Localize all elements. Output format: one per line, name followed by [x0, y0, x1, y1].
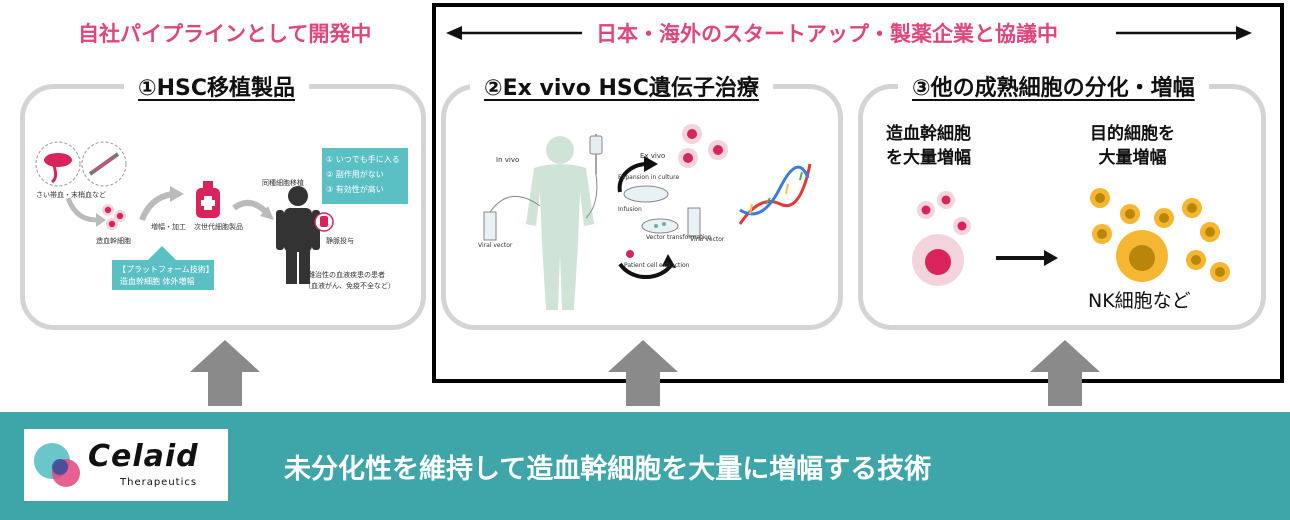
up-arrow-1	[190, 340, 260, 406]
expand-label: 増幅・加工	[151, 222, 186, 232]
celaid-logo-mark	[30, 437, 86, 493]
nk-cell-label: NK細胞など	[1088, 286, 1191, 313]
up-arrow-3	[1030, 340, 1100, 406]
platform-sub-label: 造血幹細胞 体外増幅	[120, 276, 195, 287]
patient-label: 難治性の血液疾患の患者	[308, 270, 385, 280]
patient-sub-label: （血液がん、免疫不全など）	[304, 281, 395, 291]
panel-3-title: ③他の成熟細胞の分化・増幅	[898, 70, 1209, 102]
hsc-expansion-caption-line-1: 造血幹細胞	[886, 122, 971, 146]
hsc-expansion-caption: 造血幹細胞 を大量増幅	[886, 122, 971, 170]
cell-expansion-illustration	[896, 184, 1246, 294]
celaid-logo: Celaid Therapeutics	[24, 429, 228, 501]
allo-transplant-label: 同種細胞移植	[262, 178, 304, 188]
vector-transformation-label: Vector transformation	[646, 234, 712, 241]
iv-label: 静脈投与	[326, 236, 354, 246]
benefit-2: ② 副作用がない	[326, 169, 384, 180]
target-cell-caption: 目的細胞を 大量増幅	[1090, 122, 1175, 170]
hsc-expansion-caption-line-2: を大量増幅	[886, 146, 971, 170]
product-label: 次世代細胞製品	[194, 222, 243, 232]
infusion-label: Infusion	[618, 206, 642, 213]
benefit-3: ③ 有効性が高い	[326, 184, 384, 195]
platform-tagline: 未分化性を維持して造血幹細胞を大量に増幅する技術	[284, 447, 931, 486]
celaid-logo-sub: Therapeutics	[120, 477, 197, 488]
expansion-label: Expansion in culture	[618, 174, 679, 181]
benefit-1: ① いつでも手に入る	[326, 154, 400, 165]
inhouse-pipeline-label: 自社パイプラインとして開発中	[78, 18, 371, 48]
panel-1-title: ①HSC移植製品	[124, 70, 309, 102]
patient-cell-extraction-label: Patient cell extraction	[624, 262, 689, 269]
in-vivo-label: In vivo	[496, 156, 519, 164]
panel-2-title: ②Ex vivo HSC遺伝子治療	[470, 70, 773, 102]
ex-vivo-label: Ex vivo	[640, 152, 665, 160]
celaid-logo-name: Celaid	[88, 439, 199, 474]
target-cell-caption-line-1: 目的細胞を	[1090, 122, 1175, 146]
up-arrow-2	[608, 340, 678, 406]
source-label: さい帯血・末梢血など	[36, 190, 106, 200]
platform-label: 【プラットフォーム技術】	[118, 264, 214, 275]
gene-therapy-illustration	[470, 114, 820, 314]
stem-cell-label: 造血幹細胞	[96, 236, 131, 246]
viral-vector-left-label: Viral vector	[478, 242, 512, 249]
target-cell-caption-line-2: 大量増幅	[1090, 146, 1175, 170]
